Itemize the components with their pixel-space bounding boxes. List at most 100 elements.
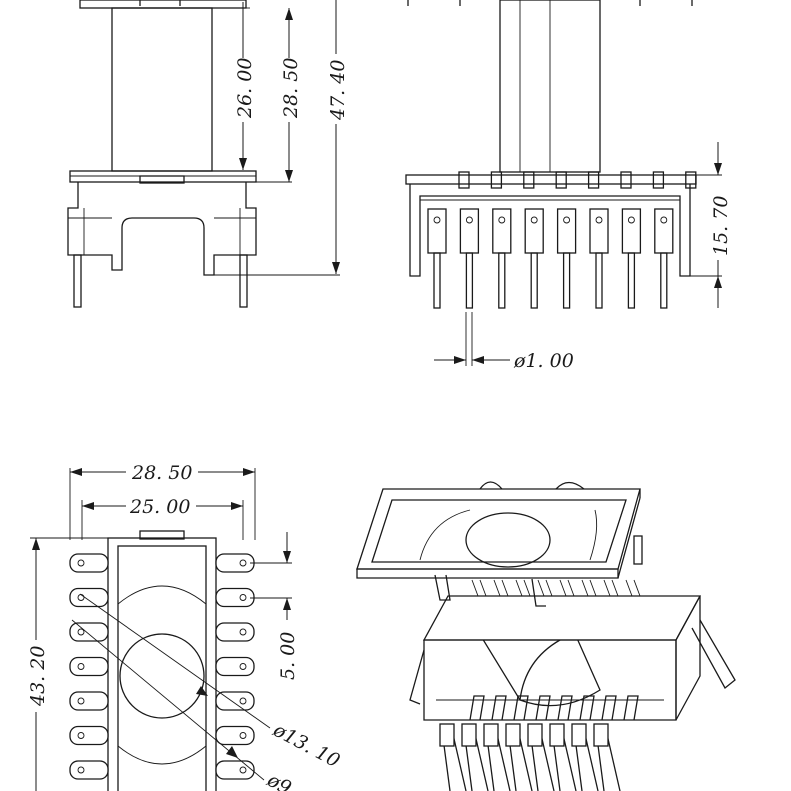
front-pin — [433, 252, 441, 309]
pad-left — [69, 622, 109, 642]
iso-fin — [491, 695, 507, 721]
dim-43-2-text: 43. 20 — [27, 646, 49, 707]
pad-right — [215, 656, 255, 677]
iso-top-fin — [493, 579, 509, 597]
iso-pin-housing — [593, 723, 609, 747]
pad-hole-right — [239, 628, 247, 636]
core-circle — [119, 633, 205, 719]
pad-left — [69, 553, 109, 573]
pad-hole-left — [77, 663, 85, 670]
front-pin-housing — [654, 208, 674, 254]
side-view: 26. 00 28. 50 47. 40 — [67, 0, 349, 308]
iso-pin-housing — [483, 723, 499, 747]
iso-fin — [513, 695, 529, 721]
front-slot — [652, 171, 665, 189]
front-pin — [498, 252, 506, 309]
pad-left — [69, 587, 109, 608]
side-pin-right — [239, 254, 248, 308]
front-pin-hole — [627, 216, 635, 224]
dim-5-text: 5. 00 — [277, 632, 299, 680]
dim-diameter-1-text: ø1. 00 — [513, 350, 574, 372]
front-pin-hole — [465, 216, 473, 224]
front-base — [409, 184, 691, 277]
front-pin — [530, 252, 538, 309]
iso-top-fin — [471, 579, 487, 597]
front-pin-housing — [621, 208, 642, 254]
iso-top-fin — [537, 579, 553, 597]
front-pin-hole — [563, 216, 571, 224]
iso-fin — [535, 695, 551, 721]
side-pin-left — [73, 254, 82, 308]
front-slot — [458, 171, 470, 189]
front-pin — [465, 252, 474, 309]
pad-hole-right — [239, 594, 247, 601]
iso-pin-housing — [505, 723, 521, 747]
dim-47-4-text: 47. 40 — [327, 60, 349, 121]
dim-26-text: 26. 00 — [234, 58, 256, 119]
pad-right — [215, 725, 255, 746]
dim-28-5-text: 28. 50 — [280, 58, 302, 119]
dim-diameter-13-1-text: ø13. 10 — [269, 719, 344, 773]
iso-fin — [601, 695, 617, 721]
side-flange — [69, 170, 257, 183]
pad-hole-left — [77, 697, 85, 705]
front-slot — [490, 171, 503, 189]
pad-hole-left — [77, 766, 85, 774]
front-pin — [562, 252, 571, 309]
front-pin-housing — [492, 208, 512, 254]
iso-pin-housing — [549, 723, 565, 747]
top-body-outer — [107, 537, 217, 791]
pad-right — [215, 553, 255, 573]
pad-hole-left — [77, 559, 85, 567]
front-pin-hole — [498, 216, 506, 224]
pad-hole-left — [77, 732, 85, 739]
iso-top-fin — [581, 579, 597, 597]
front-pin-housing — [459, 208, 480, 254]
front-pin-housing — [427, 208, 447, 254]
iso-pin-housing — [571, 723, 587, 747]
top-view: 28. 50 25. 00 43. 20 5. 00 — [27, 462, 343, 791]
front-slot — [620, 171, 632, 189]
front-pin — [595, 252, 603, 309]
dim-28-5-top-text: 28. 50 — [131, 462, 192, 484]
iso-fin — [469, 695, 485, 721]
side-core-body — [111, 7, 213, 172]
pad-right — [215, 622, 255, 642]
front-pin-hole — [433, 216, 441, 224]
front-pin-hole — [660, 216, 668, 224]
side-base — [67, 182, 257, 276]
isometric-view — [356, 481, 736, 791]
dim-15-7-text: 15. 70 — [710, 196, 732, 256]
iso-pin-housing — [527, 723, 543, 747]
front-pin — [660, 252, 668, 309]
pad-left — [69, 656, 109, 677]
pad-right — [215, 691, 255, 711]
pad-left — [69, 760, 109, 780]
front-pin-hole — [530, 216, 538, 224]
front-slot — [523, 171, 535, 189]
pad-hole-right — [239, 697, 247, 705]
dim-diameter-9-text: ø9 — [263, 769, 295, 791]
front-pin-housing — [524, 208, 544, 254]
pad-hole-right — [239, 663, 247, 670]
iso-pin-housing — [439, 723, 455, 747]
pad-right — [215, 760, 255, 780]
front-pin-housing — [589, 208, 609, 254]
iso-fin — [557, 695, 573, 721]
pad-right — [215, 587, 255, 608]
pad-hole-right — [239, 559, 247, 567]
iso-top-fin — [559, 579, 575, 597]
iso-fin — [623, 695, 639, 721]
pad-left — [69, 725, 109, 746]
front-slot — [555, 171, 567, 189]
dim-25-text: 25. 00 — [129, 496, 190, 518]
iso-fin — [579, 695, 595, 721]
front-pin-hole — [595, 216, 603, 224]
front-slot — [587, 171, 600, 189]
pad-hole-right — [239, 766, 247, 774]
front-view: 15. 70 ø1. 00 — [405, 0, 732, 372]
iso-pin-housing — [461, 723, 477, 747]
front-slot — [685, 171, 697, 189]
iso-top-fin — [625, 579, 641, 597]
